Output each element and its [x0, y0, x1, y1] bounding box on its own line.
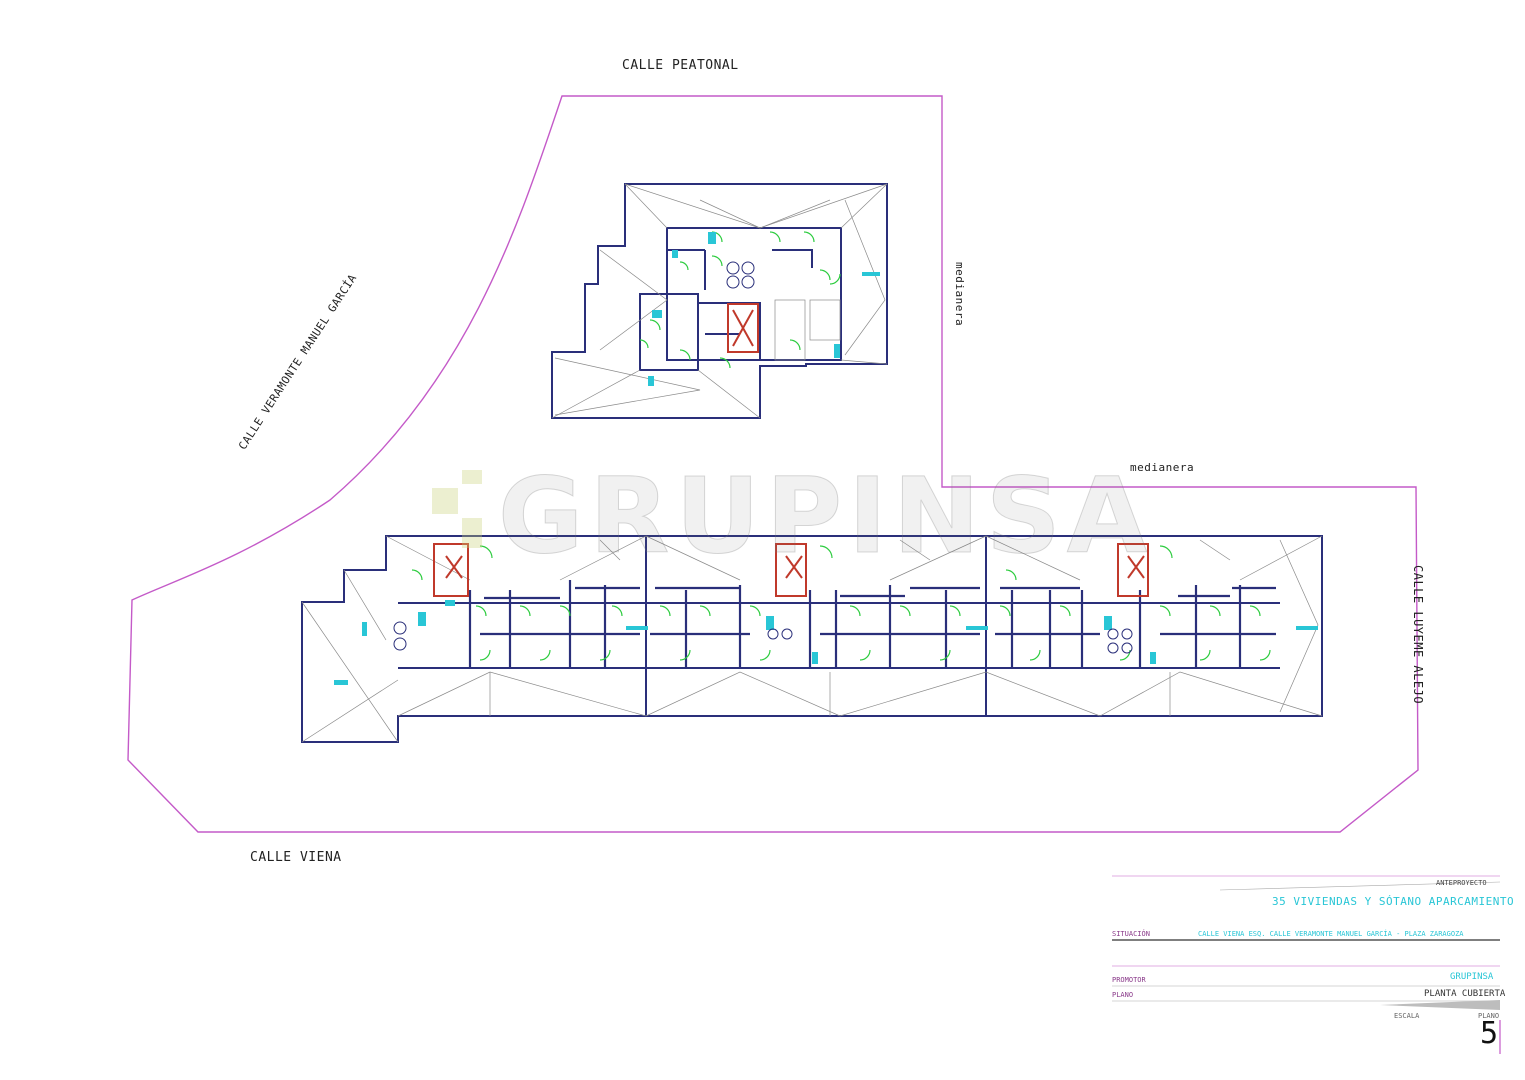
promoter-label: PROMOTOR — [1112, 976, 1146, 984]
watermark-text: GRUPINSA — [497, 455, 1154, 578]
site-boundary — [127, 95, 1419, 833]
fixtures-upper — [648, 232, 880, 386]
street-label-bottom: CALLE VIENA — [250, 850, 342, 865]
watermark-logo-mark — [432, 470, 492, 550]
plan-value: PLANTA CUBIERTA — [1424, 989, 1506, 999]
lower-building — [301, 535, 1323, 743]
situation-value: CALLE VIENA ESQ. CALLE VERAMONTE MANUEL … — [1198, 930, 1464, 938]
street-label-top: CALLE PEATONAL — [622, 58, 739, 73]
upper-building — [551, 183, 888, 419]
street-label-right: CALLE LUYEME ALEJO — [1411, 565, 1425, 705]
project-title: 35 VIVIENDAS Y SÓTANO APARCAMIENTO — [1272, 895, 1515, 908]
scale-label: ESCALA — [1394, 1012, 1420, 1020]
fixtures-lower — [334, 600, 1318, 685]
number-label: PLANO — [1478, 1012, 1500, 1020]
title-block-frame — [1112, 875, 1501, 1054]
sheet-number: 5 — [1480, 1016, 1499, 1051]
medianera-label-horizontal: medianera — [1130, 461, 1195, 474]
title-block-header: ANTEPROYECTO — [1436, 879, 1487, 887]
situation-label: SITUACIÓN — [1112, 930, 1150, 938]
medianera-label-vertical: medianera — [953, 262, 966, 327]
plan-label: PLANO — [1112, 991, 1134, 999]
stair-cores-lower — [433, 543, 1149, 597]
promoter-value: GRUPINSA — [1450, 972, 1494, 982]
stair-core-upper — [727, 303, 759, 353]
